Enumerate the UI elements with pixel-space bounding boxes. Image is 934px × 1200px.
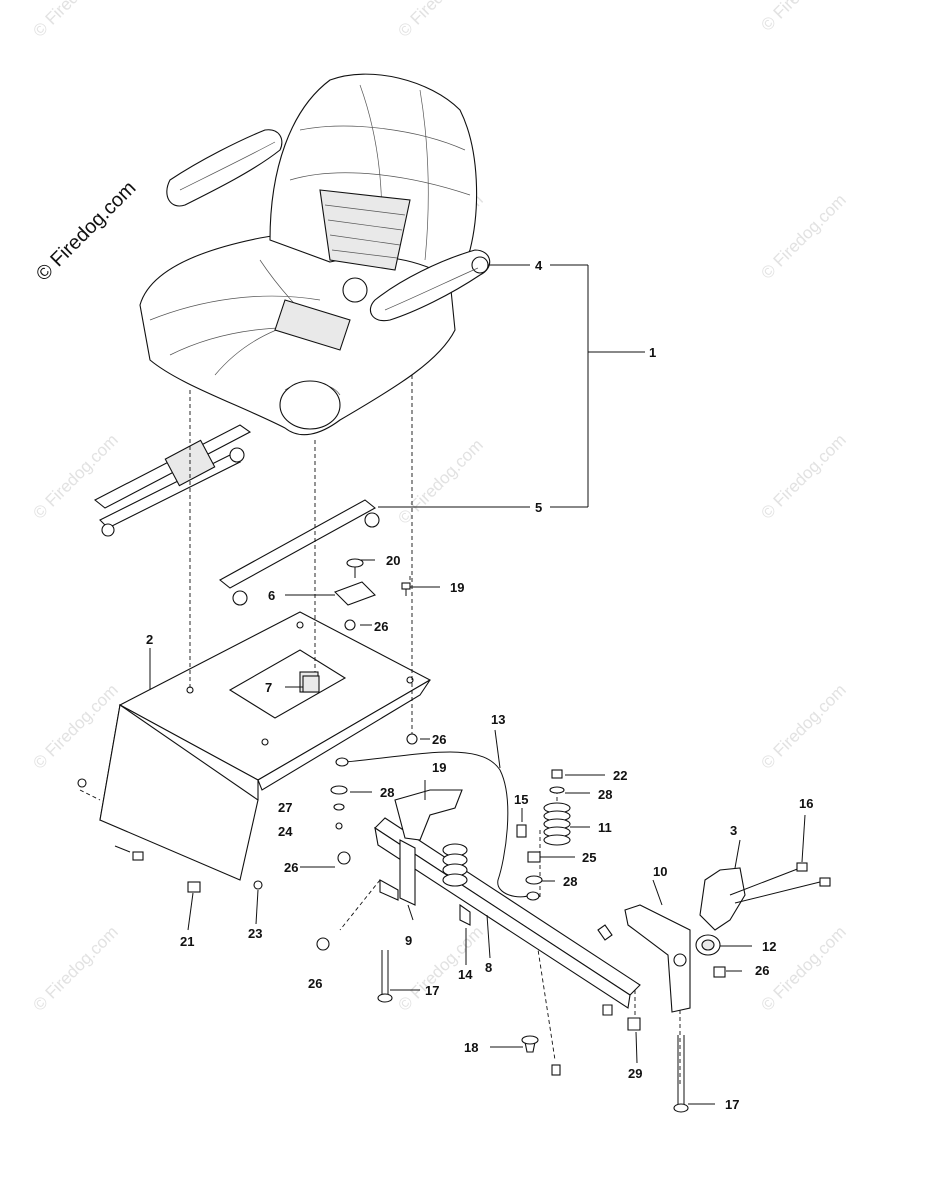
callout-29: 29	[628, 1066, 642, 1081]
callout-21: 21	[180, 934, 194, 949]
callout-27: 27	[278, 800, 292, 815]
callout-26: 26	[755, 963, 769, 978]
watermark: © Firedog.com	[757, 190, 849, 282]
watermark: © Firedog.com	[29, 0, 121, 41]
small-hardware-upper	[334, 558, 418, 745]
pivot-bar	[374, 789, 641, 1009]
callout-20: 20	[386, 553, 400, 568]
callout-26: 26	[374, 619, 388, 634]
seat-assembly	[139, 73, 491, 436]
callout-26: 26	[432, 732, 446, 747]
callout-18: 18	[464, 1040, 478, 1055]
callout-14: 14	[458, 967, 473, 982]
assembly-lines	[79, 375, 681, 1085]
watermark: © Firedog.com	[757, 680, 849, 772]
watermark-main: © Firedog.com	[32, 177, 141, 286]
watermark: © Firedog.com	[394, 435, 486, 527]
callout-13: 13	[491, 712, 505, 727]
callout-4: 4	[535, 258, 543, 273]
callout-28: 28	[563, 874, 577, 889]
right-bracket	[597, 862, 831, 1113]
watermark: © Firedog.com	[757, 922, 849, 1014]
leader-lines	[149, 264, 806, 1105]
seat-rails	[93, 424, 380, 606]
compression-spring	[316, 769, 571, 1076]
watermark: © Firedog.com	[29, 430, 121, 522]
callout-6: 6	[268, 588, 275, 603]
seat-switch	[302, 675, 320, 693]
callout-7: 7	[265, 680, 272, 695]
callout-26: 26	[308, 976, 322, 991]
cable	[344, 751, 531, 898]
callout-3: 3	[730, 823, 737, 838]
callout-19: 19	[450, 580, 464, 595]
watermark: © Firedog.com	[757, 430, 849, 522]
callout-22: 22	[613, 768, 627, 783]
callout-2: 2	[146, 632, 153, 647]
washer-stack-left	[330, 785, 348, 830]
callout-16: 16	[799, 796, 813, 811]
watermark: © Firedog.com	[29, 922, 121, 1014]
callout-28: 28	[598, 787, 612, 802]
callout-25: 25	[582, 850, 596, 865]
watermark: © Firedog.com	[29, 680, 121, 772]
callout-12: 12	[762, 939, 776, 954]
callout-10: 10	[653, 864, 667, 879]
callout-19: 19	[432, 760, 446, 775]
callout-23: 23	[248, 926, 262, 941]
callout-11: 11	[598, 820, 612, 835]
callout-28: 28	[380, 785, 394, 800]
watermark: © Firedog.com	[757, 0, 849, 35]
watermark: © Firedog.com	[394, 0, 486, 41]
callout-15: 15	[514, 792, 528, 807]
callout-24: 24	[278, 824, 293, 839]
callout-26: 26	[284, 860, 298, 875]
callout-17: 17	[425, 983, 439, 998]
callout-5: 5	[535, 500, 542, 515]
callout-9: 9	[405, 933, 412, 948]
callouts: 1 2 3 4 5 6 7 8 9 10 11 12 13 14 15 16 1…	[146, 258, 813, 1112]
callout-8: 8	[485, 960, 492, 975]
callout-1: 1	[649, 345, 656, 360]
pan-fasteners	[77, 778, 263, 893]
callout-17: 17	[725, 1097, 739, 1112]
